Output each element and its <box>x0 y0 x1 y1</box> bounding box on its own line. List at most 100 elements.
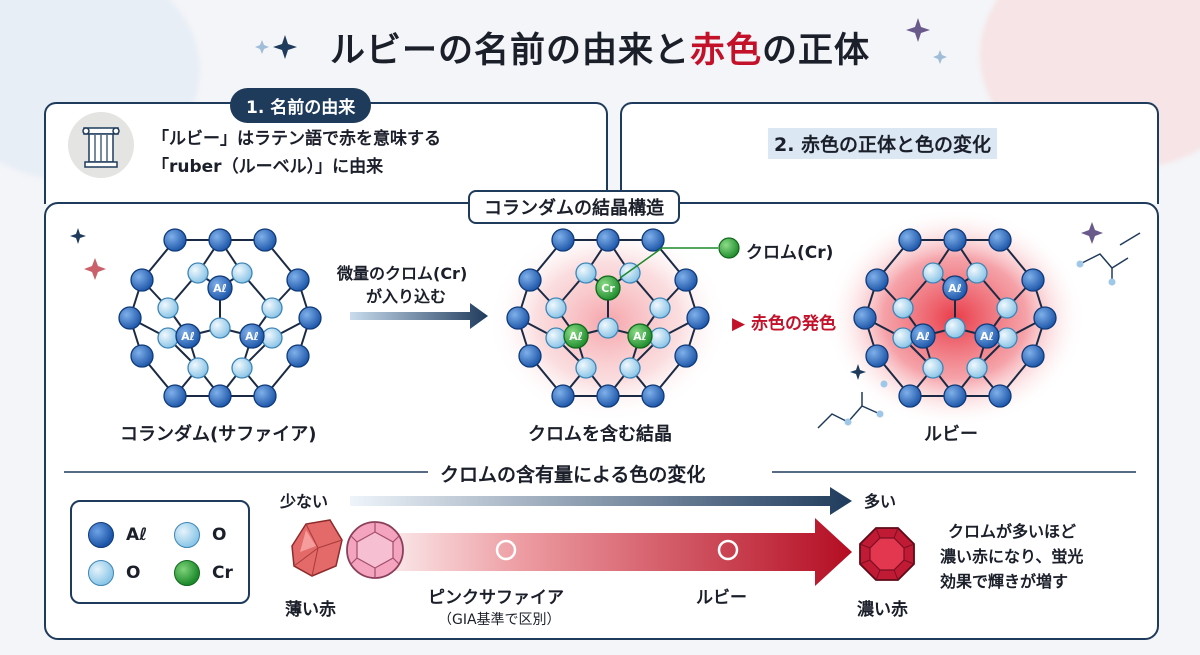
aluminum-atom <box>130 268 154 292</box>
aluminum-atom <box>988 228 1012 252</box>
section2-heading: 2. 赤色の正体と色の変化 <box>768 128 998 159</box>
more-label: 多い <box>864 492 897 511</box>
pink-sapphire-marker <box>495 539 517 561</box>
aluminum-atom <box>641 228 665 252</box>
caption-ruby: ルビー <box>924 424 978 445</box>
title-text-end: の正体 <box>762 31 871 71</box>
aluminum-atom <box>253 384 277 408</box>
aluminum-atom <box>207 275 233 301</box>
chromium-label: クロム(Cr) <box>746 243 834 263</box>
aluminum-atom <box>898 228 922 252</box>
oxygen-atom <box>922 262 944 284</box>
aluminum-atom <box>641 384 665 408</box>
aluminum-atom <box>943 228 967 252</box>
oxygen-atom <box>944 317 966 339</box>
aluminum-atom <box>551 228 575 252</box>
oxygen-atom <box>619 357 641 379</box>
aluminum-atom <box>208 384 232 408</box>
legend-label: Cr <box>212 563 233 583</box>
title-text: ルビーの名前の由来と <box>329 31 690 71</box>
oxygen-atom <box>649 297 671 319</box>
aluminum-atom <box>175 323 201 349</box>
atom-symbol-label: Aℓ <box>213 282 227 295</box>
section1-badge: 1. 名前の由来 <box>230 88 372 123</box>
oxygen-atom <box>575 262 597 284</box>
oxygen-atom <box>922 357 944 379</box>
aluminum-atom <box>865 268 889 292</box>
note-line-3: 効果で輝きが増す <box>940 572 1069 591</box>
structure-tag: コランダムの結晶構造 <box>468 190 680 224</box>
oxygen-atom <box>231 357 253 379</box>
oxygen-atom <box>209 317 231 339</box>
oxygen-atom <box>966 357 988 379</box>
atom-symbol-label: Aℓ <box>633 330 647 343</box>
aluminum-atom <box>163 384 187 408</box>
oxygen-atom <box>157 297 179 319</box>
atom-symbol-label: Aℓ <box>245 330 259 343</box>
aluminum-atom <box>239 323 265 349</box>
atom-symbol-label: Aℓ <box>569 330 583 343</box>
molecule-node-icon <box>844 260 1116 426</box>
pink-sapphire-gem-icon <box>346 521 404 579</box>
oxygen-atom <box>545 297 567 319</box>
origin-line-2: 「ruber（ルーベル）」に由来 <box>152 157 384 177</box>
ruby-gem-icon <box>859 527 915 581</box>
aluminum-atom <box>974 323 1000 349</box>
aluminum-atom <box>286 344 310 368</box>
chromium-substituted-atom <box>563 323 589 349</box>
color-gradient-arrow <box>350 518 852 586</box>
chromium-leader-line <box>619 247 718 279</box>
chromium-atom <box>595 275 621 301</box>
oxygen-atom <box>996 327 1018 349</box>
oxygen-atom <box>187 262 209 284</box>
oxygen-atom <box>575 357 597 379</box>
aluminum-atom <box>518 268 542 292</box>
arrow-label-2: が入り込む <box>366 287 447 306</box>
ruby-label: ルビー <box>696 588 747 608</box>
aluminum-atom <box>130 344 154 368</box>
aluminum-atom <box>1021 344 1045 368</box>
legend-label: O <box>212 525 227 545</box>
aluminum-atom <box>674 344 698 368</box>
aluminum-atom <box>686 306 710 330</box>
light-red-label: 薄い赤 <box>285 600 336 620</box>
oxygen-atom <box>996 297 1018 319</box>
ruby-marker <box>717 539 739 561</box>
chromium-atom-icon <box>174 560 200 586</box>
aluminum-atom <box>596 384 620 408</box>
greek-column-icon <box>68 112 134 178</box>
red-color-label: ▶ 赤色の発色 <box>732 314 836 334</box>
aluminum-atom <box>674 268 698 292</box>
aluminum-atom <box>298 306 322 330</box>
atom-symbol-label: Aℓ <box>948 282 962 295</box>
legend-item: O <box>88 560 140 586</box>
oxygen-atom <box>157 327 179 349</box>
amount-arrow <box>350 487 852 515</box>
aluminum-atom <box>551 384 575 408</box>
atom-symbol-label: Aℓ <box>916 330 930 343</box>
oxygen-atom <box>231 262 253 284</box>
origin-line-1: 「ルビー」はラテン語で赤を意味する <box>152 129 441 149</box>
sparkle-icon <box>1081 222 1103 244</box>
aluminum-atom <box>1033 306 1057 330</box>
deep-red-label: 濃い赤 <box>857 600 908 620</box>
aluminum-atom <box>910 323 936 349</box>
aluminum-atom <box>163 228 187 252</box>
aluminum-atom <box>208 228 232 252</box>
note-line-1: クロムが多いほど <box>948 522 1077 541</box>
aluminum-atom <box>518 344 542 368</box>
change-heading: クロムの含有量による色の変化 <box>440 464 706 486</box>
arrow-label-1: 微量のクロム(Cr) <box>337 264 468 283</box>
caption-corundum: コランダム(サファイア) <box>120 424 317 445</box>
atom-legend: Aℓ O O Cr <box>70 500 250 604</box>
atom-symbol-label: Cr <box>601 282 615 295</box>
aluminum-atom <box>942 275 968 301</box>
caption-chromium-crystal: クロムを含む結晶 <box>528 424 672 445</box>
oxygen-atom <box>892 297 914 319</box>
aluminum-atom <box>118 306 142 330</box>
oxygen-atom <box>892 327 914 349</box>
oxygen-atom-icon <box>174 522 200 548</box>
